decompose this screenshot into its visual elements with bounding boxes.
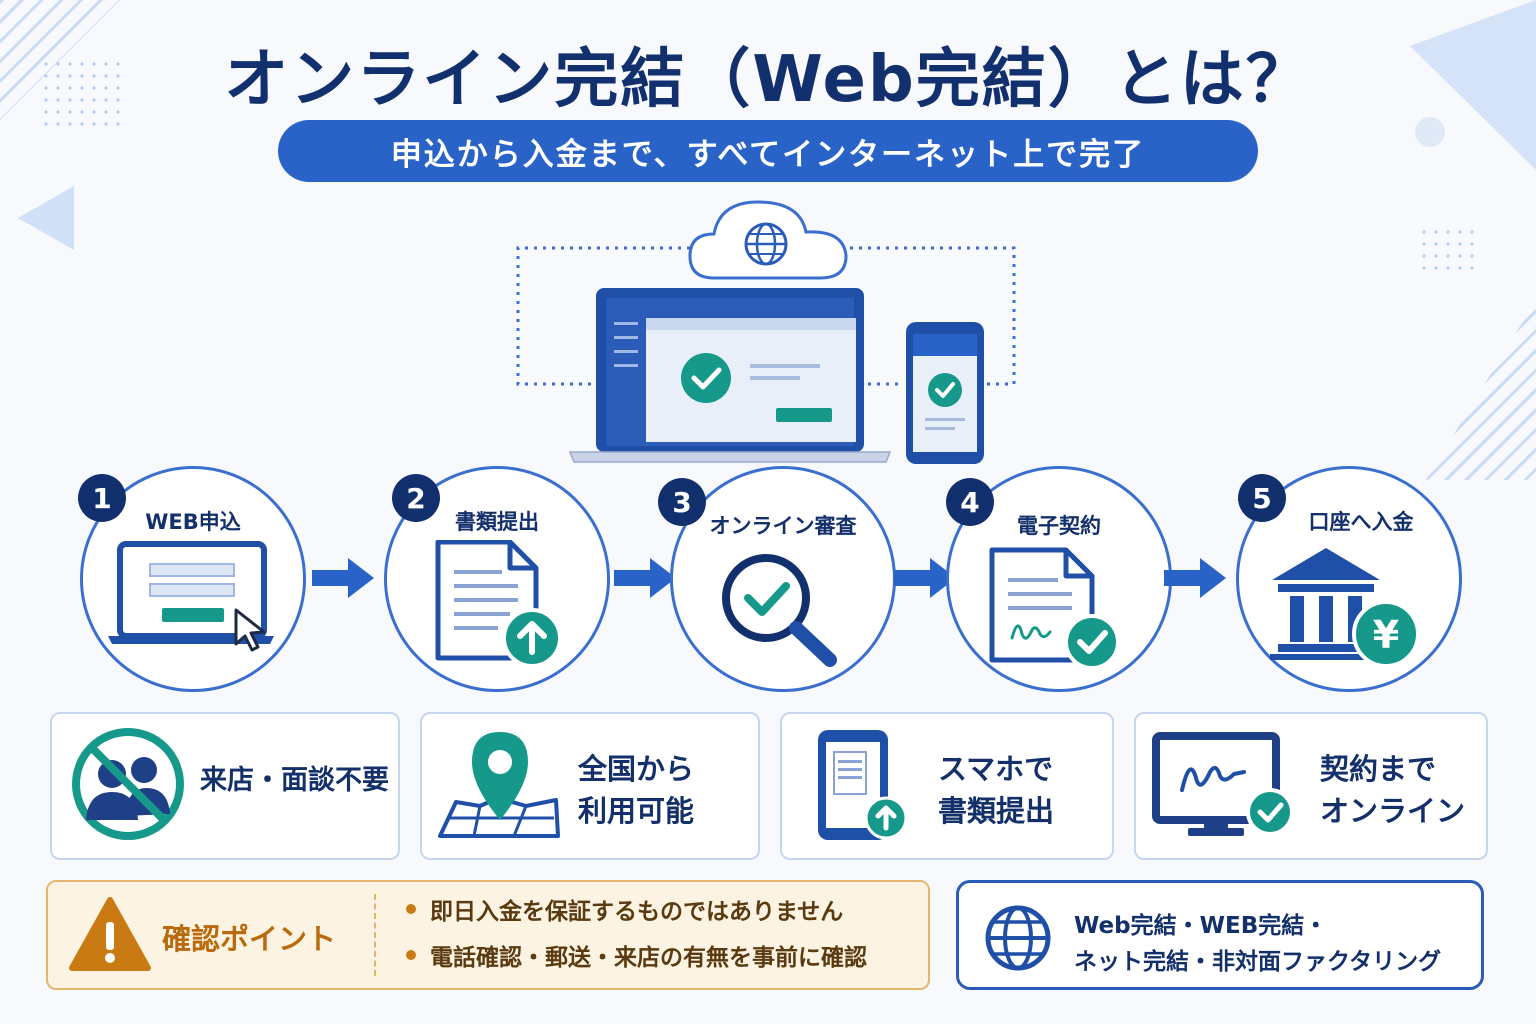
arrow-right-icon (614, 558, 676, 598)
cloud-icon (688, 200, 848, 280)
feature-label: 契約まで オンライン (1320, 752, 1466, 828)
map-pin-icon (438, 732, 560, 838)
monitor-signature-icon (1152, 732, 1294, 836)
step-label: 口座へ入金 (1308, 510, 1414, 534)
step-label: 電子契約 (1017, 514, 1101, 538)
step-number-badge: 1 (78, 474, 126, 522)
decorative-triangle (18, 186, 74, 250)
step-number-badge: 4 (946, 478, 994, 526)
divider (374, 894, 376, 976)
arrow-right-icon (1164, 558, 1226, 598)
feature-label: 全国から 利用可能 (578, 752, 695, 828)
step-number-badge: 5 (1238, 474, 1286, 522)
online-devices-illustration (516, 200, 1016, 464)
laptop-form-icon (108, 541, 274, 652)
step-label: 書類提出 (455, 510, 539, 534)
globe-icon (985, 905, 1051, 971)
document-upload-icon (435, 540, 562, 668)
page-title: オンライン完結（Web完結）とは？ (224, 43, 1312, 117)
step-number-badge: 2 (392, 474, 440, 522)
warning-icon (69, 897, 151, 971)
arrow-right-icon (312, 558, 374, 598)
notice-item: 即日入金を保証するものではありません (430, 899, 844, 925)
step-label: WEB申込 (145, 510, 241, 534)
bullet (406, 904, 416, 914)
decorative-dots (40, 58, 120, 130)
arrow-right-icon (894, 558, 956, 598)
step-number-badge: 3 (658, 478, 706, 526)
smartphone-icon (906, 322, 984, 464)
keywords-line: Web完結・WEB完結・ (1074, 913, 1328, 939)
bullet (406, 950, 416, 960)
no-meeting-icon (72, 728, 184, 840)
subtitle-banner: 申込から入金まで、すべてインターネット上で完了 (278, 120, 1258, 182)
decorative-dots (1418, 226, 1478, 274)
keywords-line: ネット完結・非対面ファクタリング (1074, 949, 1442, 975)
feature-label: スマホで 書類提出 (938, 752, 1055, 828)
keywords-box (956, 880, 1484, 990)
notice-item: 電話確認・郵送・来店の有無を事前に確認 (430, 945, 867, 971)
laptop-icon (568, 288, 892, 463)
notice-title: 確認ポイント (162, 922, 337, 956)
feature-label: 来店・面談不要 (200, 765, 389, 796)
notice-box (46, 880, 930, 990)
decorative-triangle (1410, 0, 1536, 170)
svg-text:¥: ¥ (1373, 613, 1399, 657)
signed-contract-icon (989, 547, 1120, 670)
bank-yen-icon: ¥ (1270, 548, 1420, 668)
smartphone-document-icon (818, 730, 908, 840)
decorative-stripes (1426, 300, 1536, 480)
step-label: オンライン審査 (709, 514, 857, 538)
magnifier-check-icon (722, 554, 837, 667)
